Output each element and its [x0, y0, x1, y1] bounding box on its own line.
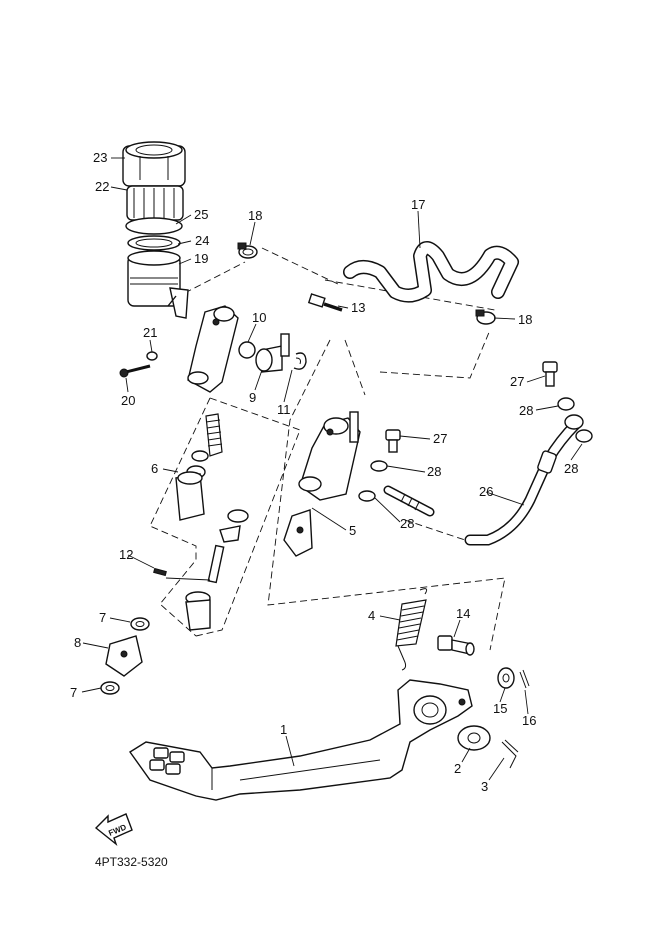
callout-27-lower: 27: [433, 431, 447, 446]
brake-hose-26: [383, 414, 584, 546]
callout-7-upper: 7: [99, 610, 106, 625]
callout-1: 1: [280, 722, 287, 737]
callout-21: 21: [143, 325, 157, 340]
callout-5: 5: [349, 523, 356, 538]
catalog-code: 4PT332-5320: [95, 855, 168, 869]
pin-16: [519, 669, 530, 689]
callout-7-lower: 7: [70, 685, 77, 700]
callout-12: 12: [119, 547, 133, 562]
circlip-11: [293, 352, 307, 370]
spring-pin-12: [153, 567, 167, 577]
union-bolt-27-lower: [385, 429, 401, 453]
clevis-8: [105, 635, 143, 677]
hose-clip-18-lower: [475, 309, 496, 325]
brake-pedal-1: [128, 679, 473, 801]
callout-23: 23: [93, 150, 107, 165]
callout-18-upper: 18: [248, 208, 262, 223]
callout-26: 26: [479, 484, 493, 499]
nut-7-upper: [130, 617, 150, 631]
callout-22: 22: [95, 179, 109, 194]
callout-2: 2: [454, 761, 461, 776]
callout-numbers: 23 22 25 24 19 18 17 21 20 10 9 11 13 18…: [70, 150, 578, 794]
callout-9: 9: [249, 390, 256, 405]
callout-11: 11: [277, 402, 291, 417]
reservoir-cover-22: [126, 185, 184, 221]
o-ring-10: [238, 341, 256, 359]
nut-7-lower: [100, 681, 120, 695]
callout-15: 15: [493, 701, 507, 716]
washer-15: [497, 667, 515, 689]
callout-3: 3: [481, 779, 488, 794]
forward-direction-arrow: FWD: [94, 813, 133, 847]
master-cylinder-5: [283, 411, 361, 557]
reservoir-hose: [343, 241, 519, 303]
reservoir-tank-19: [127, 250, 189, 319]
washer-2: [457, 725, 491, 751]
washers-28: [358, 397, 593, 502]
callout-6: 6: [151, 461, 158, 476]
callout-16: 16: [522, 713, 536, 728]
callout-28-middle: 28: [427, 464, 441, 479]
callout-17: 17: [411, 197, 425, 212]
callout-18-lower: 18: [518, 312, 532, 327]
callout-8: 8: [74, 635, 81, 650]
return-spring-4: [395, 588, 428, 671]
cotter-pin-3: [501, 739, 519, 769]
reservoir-plate-25: [125, 217, 183, 235]
piston-kit-6: [175, 413, 249, 631]
assembly-dashed-lines: [149, 247, 506, 651]
callout-14: 14: [456, 606, 470, 621]
callout-4: 4: [368, 608, 375, 623]
callout-19: 19: [194, 251, 208, 266]
master-cylinder-upper: [187, 305, 239, 393]
callout-10: 10: [252, 310, 266, 325]
callout-25: 25: [194, 207, 208, 222]
bolt-13: [307, 293, 343, 312]
callout-28-lower: 28: [400, 516, 414, 531]
washer-21: [146, 351, 158, 361]
callout-27-upper: 27: [510, 374, 524, 389]
callout-20: 20: [121, 393, 135, 408]
callout-24: 24: [195, 233, 209, 248]
union-bolt-27-upper: [542, 361, 558, 387]
pivot-bolt-14: [437, 635, 475, 656]
diaphragm-24: [127, 235, 181, 251]
reservoir-cap-23: [122, 141, 186, 187]
callout-28-right: 28: [564, 461, 578, 476]
screw-20: [119, 364, 151, 378]
hose-joint-9: [255, 333, 290, 373]
hose-clip-18-upper: [237, 242, 258, 259]
callout-28-upper: 28: [519, 403, 533, 418]
callout-leader-lines: [81, 157, 583, 781]
callout-13: 13: [351, 300, 365, 315]
